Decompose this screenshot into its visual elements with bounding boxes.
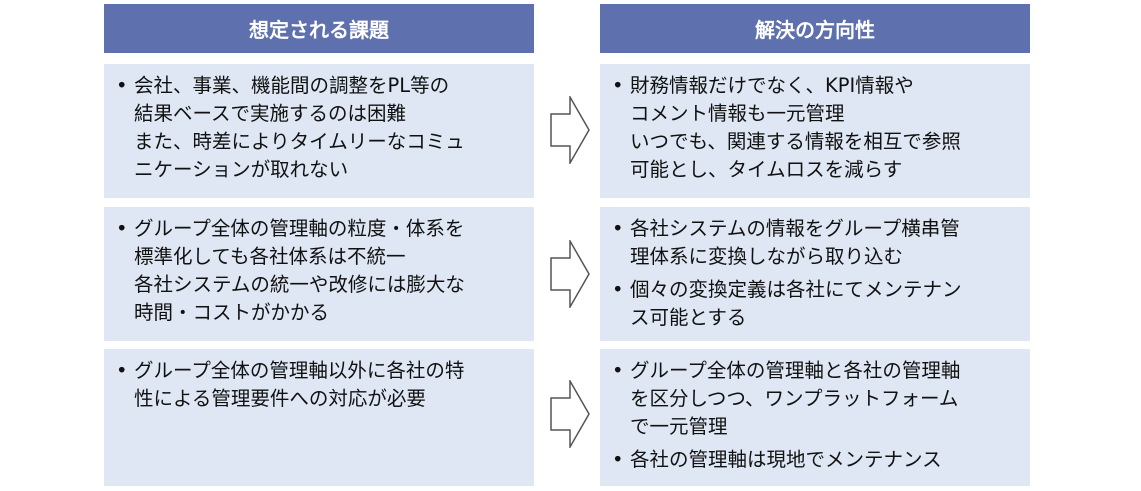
item-text-line: 時間・コストがかかる xyxy=(134,301,330,324)
item-text-line: ス可能とする xyxy=(630,306,747,329)
solution-item: • 各社の管理軸は現地でメンテナンス xyxy=(612,446,1022,474)
item-text-line: グループ全体の管理軸と各社の管理軸 xyxy=(630,359,961,382)
item-text-line: 各社の管理軸は現地でメンテナンス xyxy=(630,448,942,471)
solution-item: • 財務情報だけでなく、KPI情報やコメント情報も一元管理いつでも、関連する情報を… xyxy=(612,72,1022,184)
item-text-line: 各社システムの統一や改修には膨大な xyxy=(134,273,465,296)
item-text-line: で一元管理 xyxy=(630,415,728,438)
issue-box-3: • グループ全体の管理軸以外に各社の特性による管理要件への対応が必要 xyxy=(104,349,534,486)
item-text-line: グループ全体の管理軸以外に各社の特 xyxy=(134,359,465,382)
header-issues: 想定される課題 xyxy=(104,4,534,53)
item-text-line: を区分しつつ、ワンプラットフォーム xyxy=(630,387,959,410)
bullet-icon: • xyxy=(612,74,624,97)
solution-box-3: • グループ全体の管理軸と各社の管理軸を区分しつつ、ワンプラットフォームで一元管理… xyxy=(600,349,1030,486)
bullet-icon: • xyxy=(612,278,624,301)
right-arrow-outline-icon xyxy=(550,240,590,308)
right-arrow-outline-icon xyxy=(550,96,590,164)
solution-item: • グループ全体の管理軸と各社の管理軸を区分しつつ、ワンプラットフォームで一元管理 xyxy=(612,357,1022,441)
issue-box-1: • 会社、事業、機能間の調整をPL等の結果ベースで実施するのは困難また、時差により… xyxy=(104,64,534,198)
item-text-line: ニケーションが取れない xyxy=(134,158,349,181)
item-text-line: コメント情報も一元管理 xyxy=(630,102,845,125)
item-text-line: 理体系に変換しながら取り込む xyxy=(630,245,904,268)
item-text-line: 会社、事業、機能間の調整をPL等の xyxy=(134,74,450,97)
item-text-line: 可能とし、タイムロスを減らす xyxy=(630,158,903,181)
issue-item: • グループ全体の管理軸の粒度・体系を標準化しても各社体系は不統一各社システムの統… xyxy=(116,215,526,327)
bullet-icon: • xyxy=(612,217,624,240)
right-arrow-outline-icon xyxy=(550,380,590,448)
bullet-icon: • xyxy=(116,217,128,240)
item-text-line: また、時差によりタイムリーなコミュ xyxy=(134,130,465,153)
item-text-line: 標準化しても各社体系は不統一 xyxy=(134,245,406,268)
item-text-line: 財務情報だけでなく、KPI情報や xyxy=(630,74,914,97)
item-text-line: グループ全体の管理軸の粒度・体系を xyxy=(134,217,465,240)
solution-item: • 各社システムの情報をグループ横串管理体系に変換しながら取り込む xyxy=(612,215,1022,271)
issue-item: • 会社、事業、機能間の調整をPL等の結果ベースで実施するのは困難また、時差により… xyxy=(116,72,526,184)
bullet-icon: • xyxy=(612,448,624,471)
issue-box-2: • グループ全体の管理軸の粒度・体系を標準化しても各社体系は不統一各社システムの統… xyxy=(104,207,534,341)
header-solutions: 解決の方向性 xyxy=(600,4,1030,53)
item-text-line: 性による管理要件への対応が必要 xyxy=(134,387,426,410)
bullet-icon: • xyxy=(116,359,128,382)
issue-item: • グループ全体の管理軸以外に各社の特性による管理要件への対応が必要 xyxy=(116,357,526,413)
item-text-line: 個々の変換定義は各社にてメンテナン xyxy=(630,278,962,301)
bullet-icon: • xyxy=(612,359,624,382)
item-text-line: 結果ベースで実施するのは困難 xyxy=(134,102,407,125)
item-text-line: いつでも、関連する情報を相互で参照 xyxy=(630,130,961,153)
solution-box-1: • 財務情報だけでなく、KPI情報やコメント情報も一元管理いつでも、関連する情報を… xyxy=(600,64,1030,198)
solution-box-2: • 各社システムの情報をグループ横串管理体系に変換しながら取り込む • 個々の変換定義… xyxy=(600,207,1030,341)
item-text-line: 各社システムの情報をグループ横串管 xyxy=(630,217,960,240)
solution-item: • 個々の変換定義は各社にてメンテナンス可能とする xyxy=(612,276,1022,332)
bullet-icon: • xyxy=(116,74,128,97)
